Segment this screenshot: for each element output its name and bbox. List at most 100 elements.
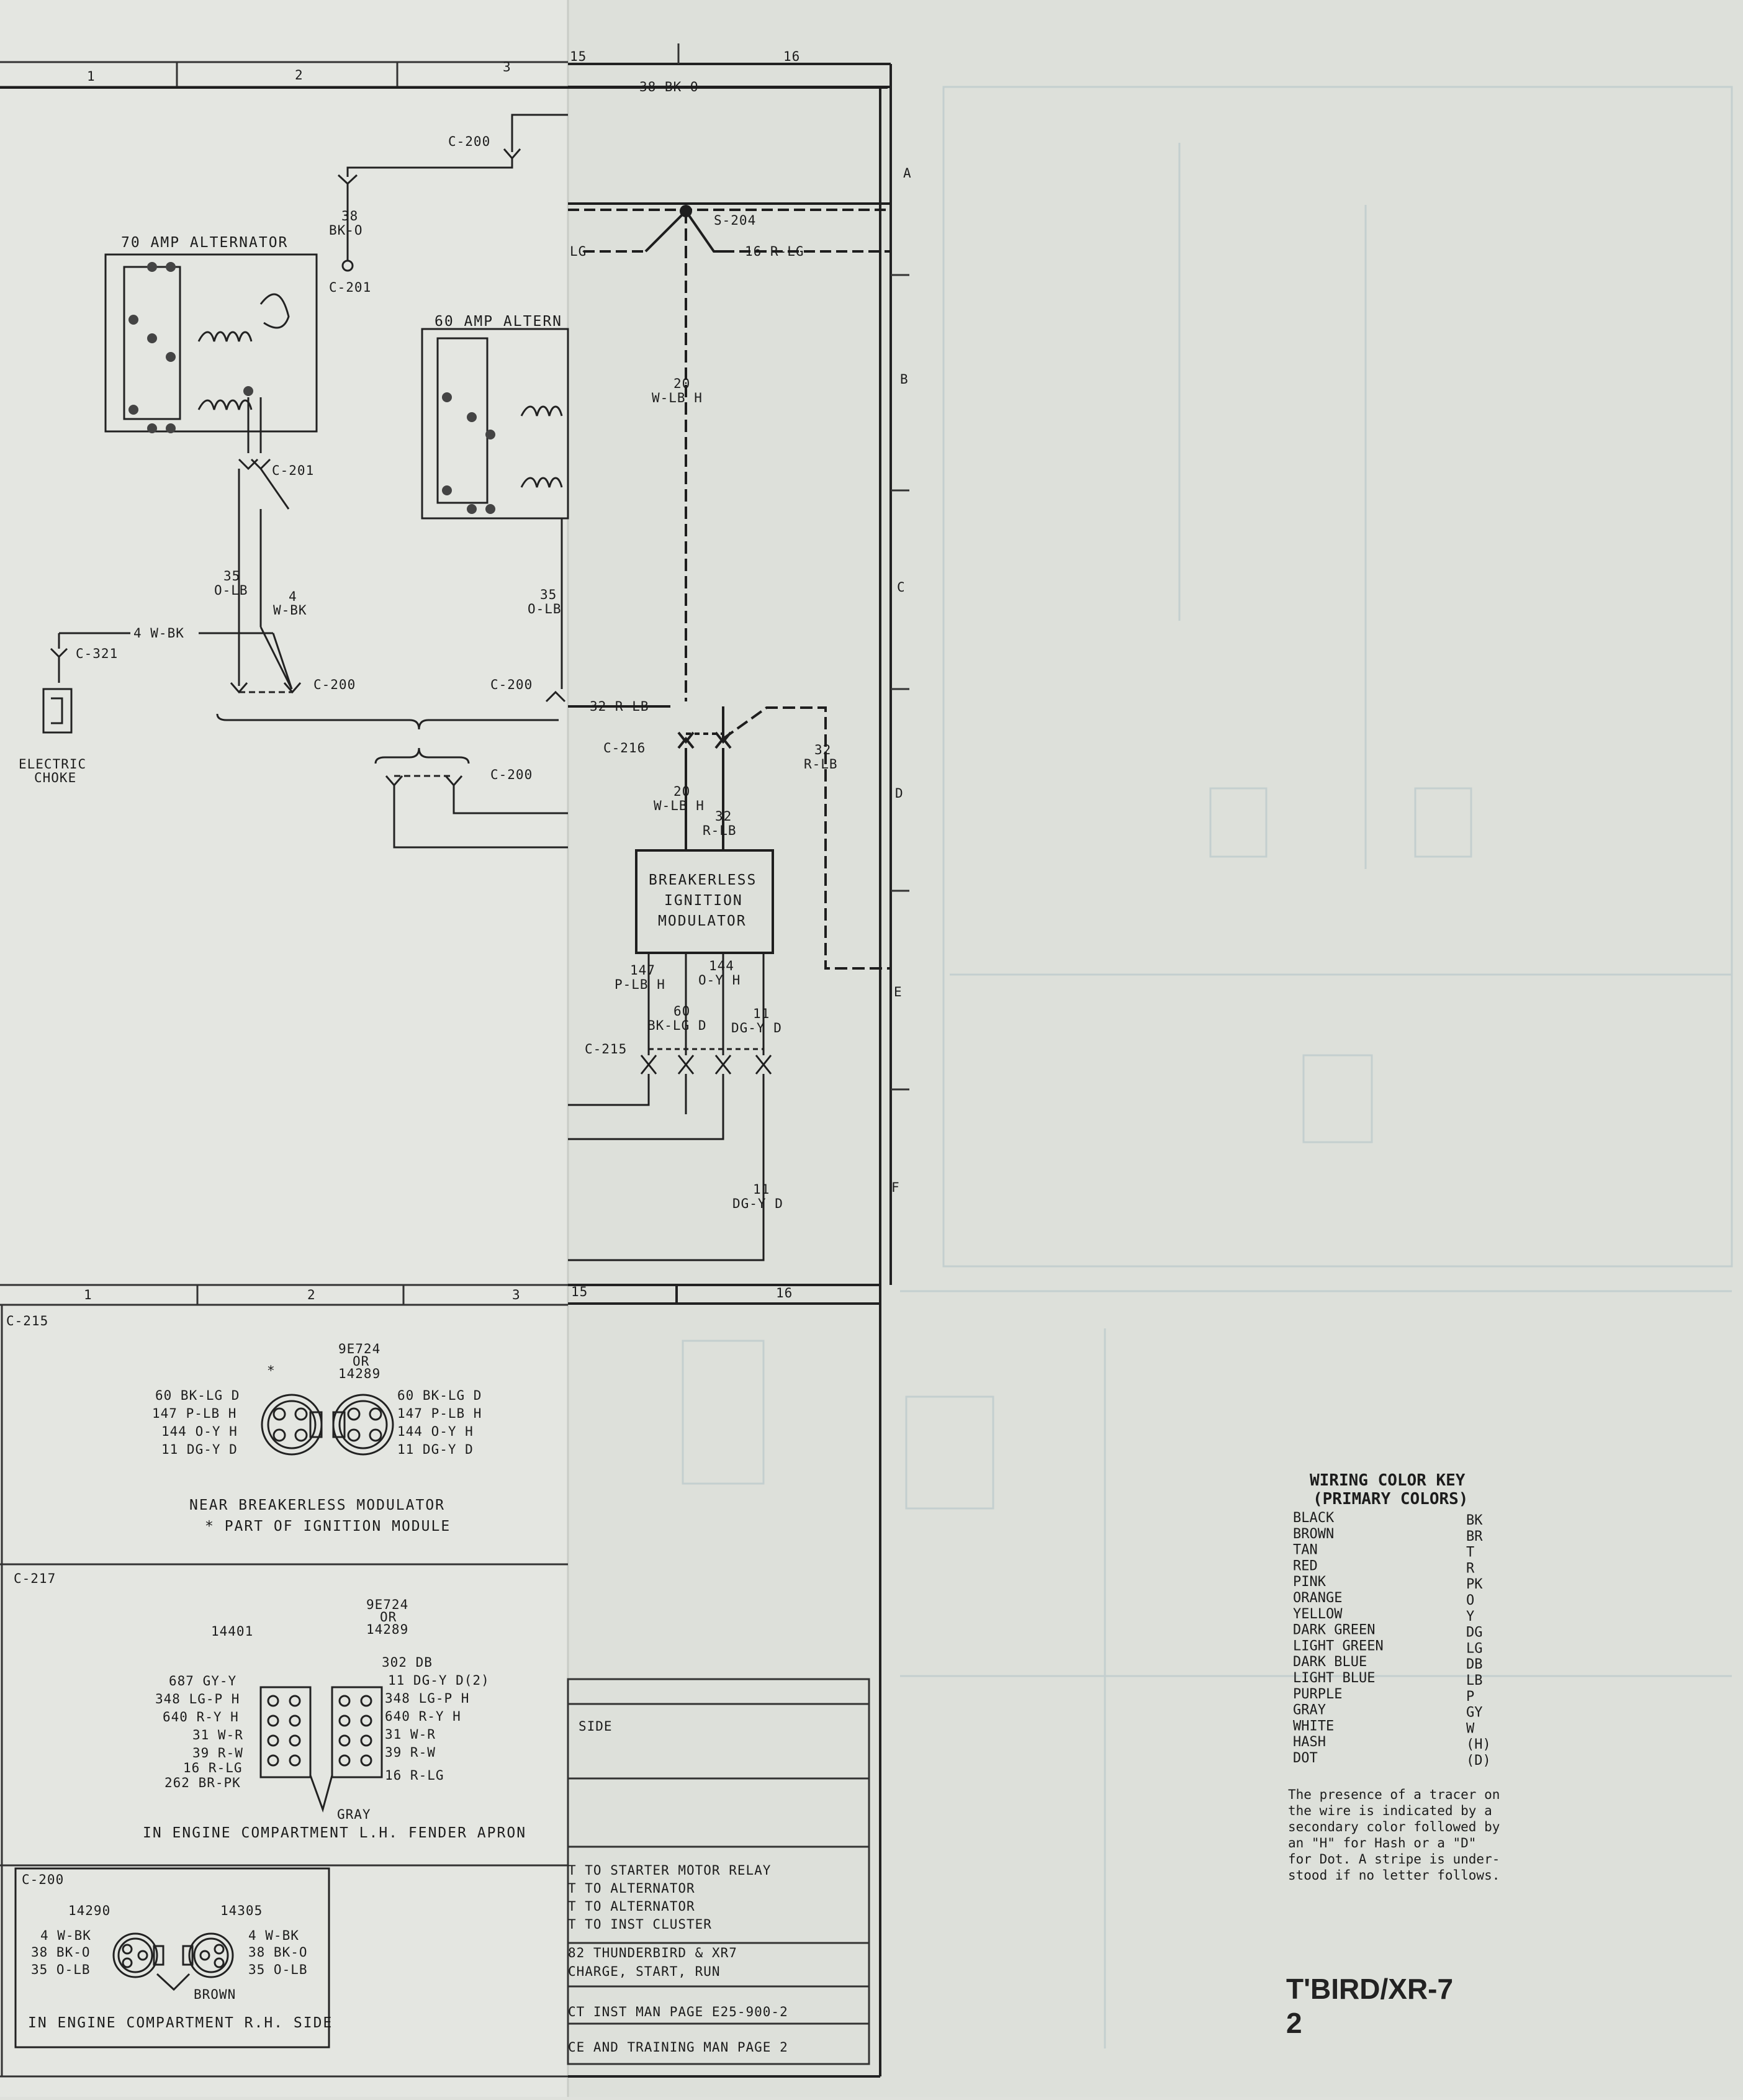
color-key-name: TAN [1293,1543,1318,1558]
color-key-name: BROWN [1293,1526,1334,1542]
c217-right-pin-4: 640 R-Y H [385,1709,461,1724]
bus-38-bk-o [0,86,891,211]
c215-part-2: OR [353,1354,369,1369]
c215-left-pin-1: 60 BK-LG D [155,1388,240,1403]
wiring-color-key: WIRING COLOR KEY (PRIMARY COLORS) [1310,1471,1468,1508]
c217-left-pin-7: 262 BR-PK [164,1775,241,1790]
c215-left-pin-2: 147 P-LB H [152,1406,236,1421]
row-label-b: B [900,372,909,387]
wire-38-num: 38 [341,209,358,223]
key-note-2: the wire is indicated by a [1288,1803,1492,1818]
wire-147-num: 147 [630,963,655,978]
c215-right-pin-3: 144 O-Y H [397,1424,474,1439]
color-key-name: DARK GREEN [1293,1623,1375,1638]
modulator-label-3: MODULATOR [658,913,747,929]
c217-part-2: OR [380,1610,397,1625]
c217-panel-title: C-217 [14,1571,56,1586]
wire-4-num: 4 [289,589,297,604]
color-key-code: LB [1466,1673,1483,1688]
col-label-1b: 1 [84,1287,92,1302]
wire-35-num: 35 [223,569,240,584]
index-ref-1: CT INST MAN PAGE E25-900-2 [568,2004,788,2019]
key-note-6: stood if no letter follows. [1288,1868,1500,1883]
wire-35-color: O-LB [214,583,248,598]
color-key-name: RED [1293,1558,1318,1574]
color-key-name: LIGHT BLUE [1293,1670,1375,1686]
row-label-a: A [903,166,912,181]
color-key-note: The presence of a tracer on the wire is … [1288,1787,1500,1883]
right-frame [568,63,892,2078]
col-label-15: 15 [570,49,587,64]
wire-20b-num: 20 [673,784,690,799]
c217-gray-label: GRAY [337,1807,371,1822]
c200-panel-frame [14,1867,330,2048]
c200-top-wiring [337,114,568,272]
color-key-code: W [1466,1721,1475,1736]
color-key-code: R [1466,1561,1475,1576]
footer-model: T'BIRD/XR-7 [1286,1973,1453,2005]
c217-left-pin-4: 31 W-R [192,1728,243,1742]
index-ref-2: CE AND TRAINING MAN PAGE 2 [568,2040,788,2055]
c215-star: * [267,1363,276,1378]
color-key-name: LIGHT GREEN [1293,1638,1384,1654]
wire-16-r-lg: 16 R-LG [745,244,804,259]
col-label-3b: 3 [512,1287,521,1302]
s204-splice [583,209,891,701]
color-key-title-1: WIRING COLOR KEY [1310,1471,1466,1490]
c200-right-pin-3: 35 O-LB [248,1962,308,1977]
wire-38-bk-o: 38 BK-O [639,79,699,94]
color-key-title-2: (PRIMARY COLORS) [1313,1490,1468,1508]
color-key-code: Y [1466,1609,1474,1625]
col-label-15b: 15 [571,1284,588,1299]
col-label-3: 3 [503,60,511,74]
left-page [0,0,568,2097]
c201-label-b: C-201 [272,463,314,478]
c217-right-pin-7: 16 R-LG [385,1768,444,1783]
choke-label-2: CHOKE [34,770,76,785]
c217-left-pin-3: 640 R-Y H [163,1710,239,1724]
c200-label-b: C-200 [490,677,533,692]
alt60-label: 60 AMP ALTERN [435,313,562,330]
color-key-code: O [1466,1593,1474,1608]
c200-panel-title: C-200 [22,1872,64,1887]
left-ticks [176,62,399,87]
c215-left-pin-3: 144 O-Y H [161,1424,238,1439]
key-note-1: The presence of a tracer on [1288,1787,1500,1802]
alt70-label: 70 AMP ALTERNATOR [121,235,288,251]
choke-label-1: ELECTRIC [19,757,86,772]
color-key-name: WHITE [1293,1718,1334,1734]
wire-11-num: 11 [753,1006,770,1021]
wire-38-color: BK-O [329,223,363,238]
color-key-code: LG [1466,1641,1483,1656]
row-label-d: D [895,786,904,801]
footer-page-number: 2 [1286,2007,1302,2039]
c217-part-1: 9E724 [366,1597,408,1612]
c200-label-a: C-200 [313,677,356,692]
key-note-4: an "H" for Hash or a "D" [1288,1836,1476,1850]
c217-right-pin-6: 39 R-W [385,1745,436,1760]
color-key-name: DARK BLUE [1293,1654,1367,1670]
color-key-code: T [1466,1545,1474,1561]
row-label-c: C [897,580,906,595]
color-key-code: BR [1466,1529,1483,1544]
c215-note-2: * PART OF IGNITION MODULE [205,1518,451,1534]
wire-20-color: W-LB H [652,390,703,405]
alternator-70-amp [104,253,318,690]
col-label-16: 16 [783,49,800,64]
c200-top-label: C-200 [448,134,490,149]
index-title-2: CHARGE, START, RUN [568,1964,721,1979]
c200-right-pin-2: 38 BK-O [248,1945,308,1960]
col-label-2b: 2 [307,1287,316,1302]
c200-lower-connectors [216,682,568,849]
c200-part-left: 14290 [68,1903,110,1918]
index-line-3: T TO ALTERNATOR [568,1899,695,1914]
color-key-code: DB [1466,1657,1483,1672]
col-label-2: 2 [295,68,304,83]
c216-wiring [568,705,891,970]
wire-60-num: 60 [673,1004,690,1019]
row-label-e: E [894,985,903,999]
c200-brown-label: BROWN [194,1987,236,2002]
s204-label: S-204 [714,213,756,228]
col-label-1: 1 [87,69,96,84]
